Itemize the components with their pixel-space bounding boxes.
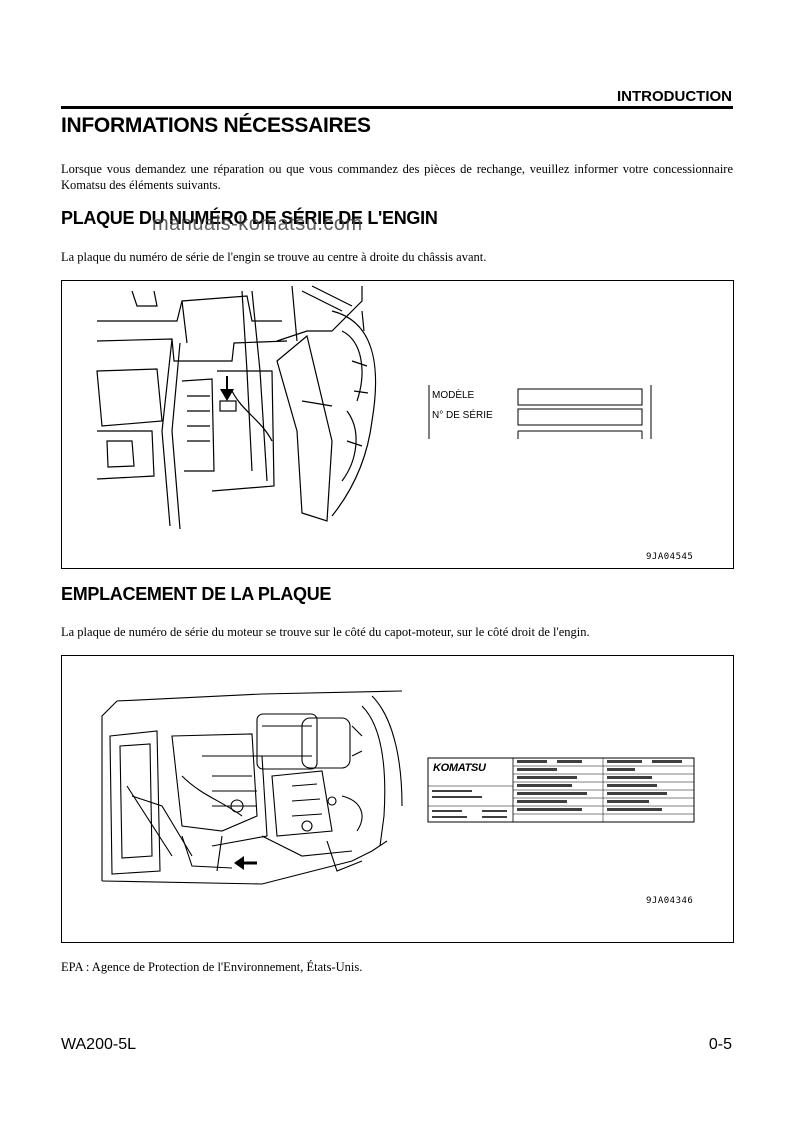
- watermark: manuals-komatsu.com: [152, 213, 363, 235]
- footer-model: WA200-5L: [61, 1036, 136, 1053]
- header-rule: [61, 106, 733, 109]
- section2-paragraph: La plaque de numéro de série du moteur s…: [61, 625, 590, 639]
- epa-note: EPA : Agence de Protection de l'Environn…: [61, 960, 363, 974]
- section-header: INTRODUCTION: [617, 88, 732, 105]
- section1-heading: PLAQUE DU NUMÉRO DE SÉRIE DE L'ENGIN: [61, 208, 438, 228]
- machine-frame-illustration: [96, 285, 652, 530]
- section1-paragraph: La plaque du numéro de série de l'engin …: [61, 250, 487, 264]
- pointer-arrow-icon: [220, 389, 234, 401]
- serial-label: N° DE SÉRIE: [432, 410, 493, 421]
- engine-compartment-illustration: [101, 690, 695, 885]
- serial-plate-location: [219, 400, 237, 412]
- engine-plate-figure: KOMATSU 9JA04346: [61, 655, 734, 943]
- pointer-arrow-icon: [234, 856, 244, 870]
- komatsu-logo: KOMATSU: [433, 762, 486, 774]
- model-label: MODÈLE: [432, 390, 475, 401]
- figure-code: 9JA04545: [646, 552, 694, 562]
- figure-code: 9JA04346: [646, 896, 694, 906]
- page-title: INFORMATIONS NÉCESSAIRES: [61, 114, 371, 137]
- intro-paragraph: Lorsque vous demandez une réparation ou …: [61, 162, 733, 192]
- machine-serial-plate-figure: MODÈLE N° DE SÉRIE 9JA04545: [61, 280, 734, 569]
- section2-heading: EMPLACEMENT DE LA PLAQUE: [61, 584, 332, 604]
- page-number: 0-5: [708, 1036, 732, 1053]
